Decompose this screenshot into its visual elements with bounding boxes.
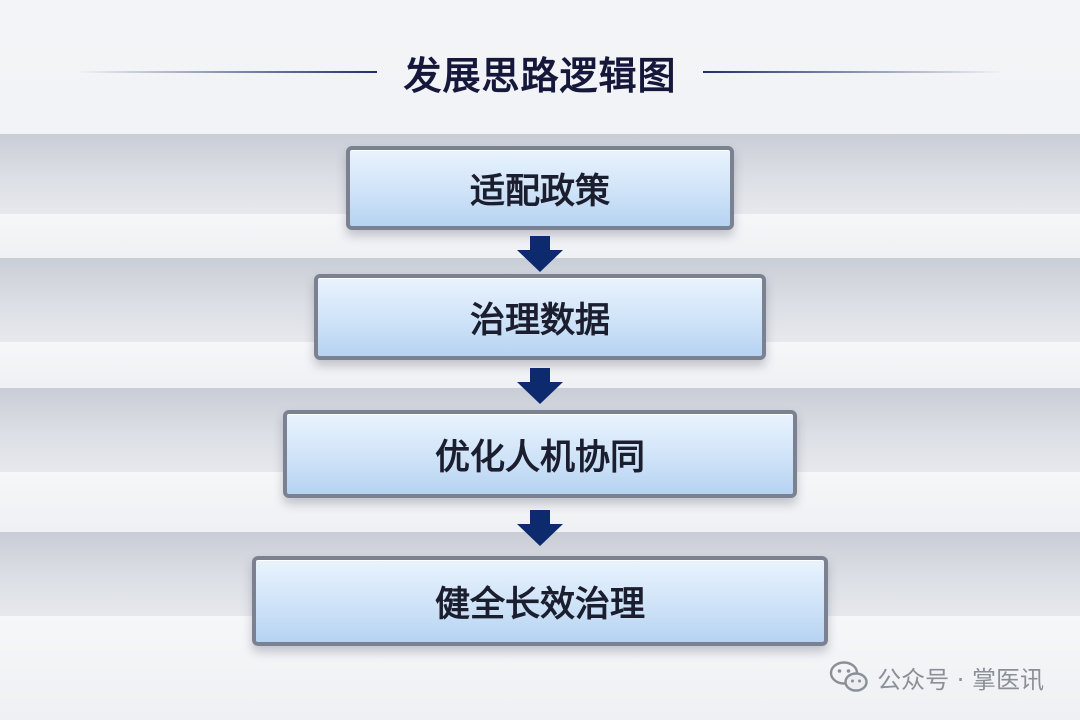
title-divider-right	[702, 71, 1003, 73]
flow-step-label: 优化人机协同	[434, 437, 645, 478]
page-title: 发展思路逻辑图	[403, 53, 677, 98]
watermark: 公众号 · 掌医讯	[829, 660, 1044, 694]
flow-step-label: 健全长效治理	[434, 584, 645, 625]
flow-step-label: 治理数据	[469, 300, 610, 341]
flow-step-label: 适配政策	[469, 171, 610, 212]
arrow-down-icon	[517, 368, 563, 404]
flow-step-2: 治理数据	[314, 274, 766, 360]
flow-step-1: 适配政策	[346, 146, 734, 230]
arrow-down-icon	[517, 236, 563, 272]
arrow-down-icon	[517, 510, 563, 546]
wechat-icon	[829, 661, 868, 692]
title-row: 发展思路逻辑图	[0, 40, 1080, 104]
title-divider-left	[77, 71, 378, 73]
flow-step-3: 优化人机协同	[283, 410, 797, 498]
watermark-text: 公众号 · 掌医讯	[877, 665, 1044, 694]
flow-step-4: 健全长效治理	[252, 556, 828, 646]
